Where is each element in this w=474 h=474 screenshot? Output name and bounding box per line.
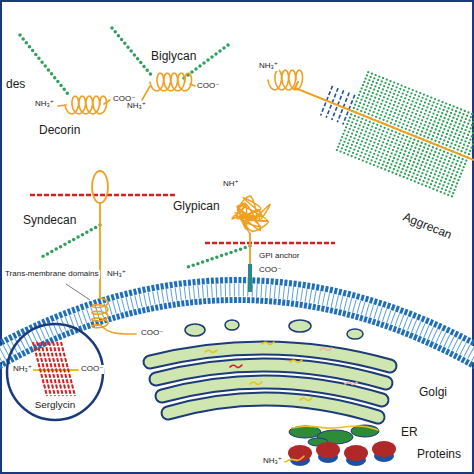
core-protein [99,203,101,298]
ribosome [344,445,368,461]
terminus-label: COO⁻ [80,365,104,374]
part-label: Syndecan [22,214,77,227]
core-protein [150,73,192,91]
organelle-label: Proteins [416,448,462,461]
part-label: Decorin [38,124,81,137]
core-protein [32,369,78,371]
gag-chain [448,117,474,195]
gag-chain [30,194,175,197]
core-protein [268,70,303,89]
core-protein [100,325,136,334]
terminus-label: NH₃⁺ [12,365,33,374]
gag-chain [205,242,335,245]
vesicle [289,320,311,332]
gag-chain [20,35,68,94]
core-protein [190,84,195,86]
terminus-label: NH⁺ [222,180,240,189]
ribosome [372,441,396,457]
core-protein [250,382,262,385]
terminus-label: NH₃⁺ [106,270,127,279]
golgi-cisterna [168,399,378,417]
part-label: des [5,78,26,91]
core-protein [230,365,242,368]
core-protein [295,82,474,160]
core-protein [65,96,107,114]
terminus-label: NH₃⁺ [262,457,283,466]
core-protein [58,105,66,106]
part-label: Aggrecan [400,210,454,242]
core-protein [345,382,357,385]
core-protein [320,348,332,351]
gag-chain [61,342,75,396]
core-protein [285,456,304,462]
part-label: GPI anchor [258,252,300,261]
core-protein [290,360,302,363]
vesicle [347,329,363,339]
gag-chain [185,246,250,268]
core-protein [292,426,378,430]
ribosome [316,442,340,458]
gag-chain [40,225,100,258]
core-loop [92,171,108,203]
terminus-label: COO⁻ [196,82,220,91]
node-title: Serglycin [5,400,105,411]
core-protein [142,86,150,100]
gag-chain [452,118,474,196]
core-protein [249,234,251,264]
core-protein [300,398,312,401]
core-protein [232,196,270,234]
vesicle [185,324,205,336]
organelle-label: ER [400,426,419,439]
core-protein [104,100,110,104]
vesicle [225,320,239,330]
part-label: Glypican [172,200,221,213]
terminus-label: NH₃⁺ [126,102,147,111]
golgi-lumen [168,399,378,417]
leader-line [66,284,90,300]
terminus-label: NH₃⁺ [258,62,279,71]
part-label: Biglycan [150,50,197,63]
gag-chain [112,28,152,76]
terminus-label: COO⁻ [140,329,164,338]
core-protein [262,342,274,345]
organelle-label: Golgi [418,386,448,399]
core-protein [92,298,108,328]
terminus-label: NH₃⁺ [34,100,55,109]
terminus-label: COO⁻ [258,266,282,275]
part-label: Trans-membrane domains [4,270,100,279]
gpi-anchor [248,264,252,292]
core-protein [205,350,217,353]
